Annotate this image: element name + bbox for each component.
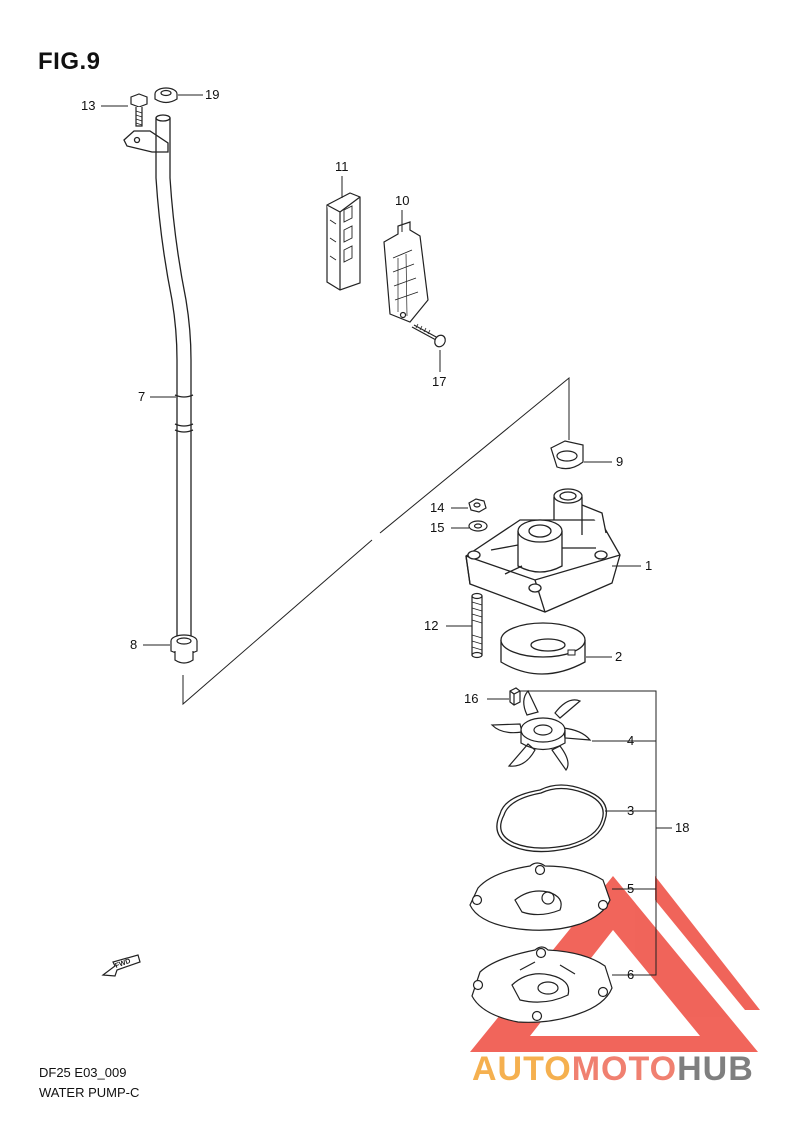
part-4-impeller — [490, 689, 592, 772]
part-17-screw — [411, 323, 446, 348]
callout-13: 13 — [81, 98, 96, 113]
callout-10: 10 — [395, 193, 410, 208]
assembly-guide-line — [182, 376, 570, 706]
callout-17: 17 — [432, 374, 447, 389]
callout-7: 7 — [138, 389, 146, 404]
watermark-part-moto: MOTO — [571, 1050, 678, 1088]
callout-12: 12 — [424, 618, 439, 633]
figure-title: FIG.9 — [38, 48, 101, 75]
callout-3: 3 — [627, 803, 635, 818]
callout-1: 1 — [645, 558, 653, 573]
part-19-grommet — [154, 87, 178, 104]
callout-15: 15 — [430, 520, 445, 535]
callout-2: 2 — [615, 649, 623, 664]
watermark-part-auto: AUTO — [472, 1050, 572, 1088]
part-10-cover — [383, 221, 429, 323]
figure-code: DF25 E03_009 — [39, 1065, 127, 1080]
callout-16: 16 — [464, 691, 479, 706]
figure-name: WATER PUMP-C — [39, 1085, 140, 1100]
callout-14: 14 — [430, 500, 445, 515]
leader-lines — [101, 94, 672, 976]
part-15-washer — [468, 520, 488, 532]
callout-18: 18 — [675, 820, 690, 835]
part-6-plate — [471, 946, 613, 1023]
part-2-liner — [500, 622, 586, 675]
watermark-logo: AUTOMOTOHUB — [472, 1050, 754, 1089]
callout-11: 11 — [335, 159, 349, 174]
part-12-stud — [471, 592, 483, 659]
callout-19: 19 — [205, 87, 220, 102]
part-14-nut — [468, 498, 487, 513]
callout-5: 5 — [627, 881, 635, 896]
part-13-bolt — [130, 93, 148, 127]
part-11-connector — [326, 192, 361, 291]
part-9-seal — [550, 440, 584, 470]
callout-8: 8 — [130, 637, 138, 652]
part-5-gasket — [469, 862, 611, 931]
forward-arrow-icon: FWD — [101, 954, 141, 977]
part-7-water-tube — [123, 114, 194, 640]
callout-9: 9 — [616, 454, 624, 469]
callout-6: 6 — [627, 967, 635, 982]
part-1-pump-case — [465, 488, 621, 613]
watermark-part-hub: HUB — [677, 1050, 754, 1088]
part-3-gasket-ring — [496, 784, 608, 853]
part-8-grommet — [170, 634, 198, 664]
callout-4: 4 — [627, 733, 635, 748]
part-16-key — [509, 687, 521, 706]
